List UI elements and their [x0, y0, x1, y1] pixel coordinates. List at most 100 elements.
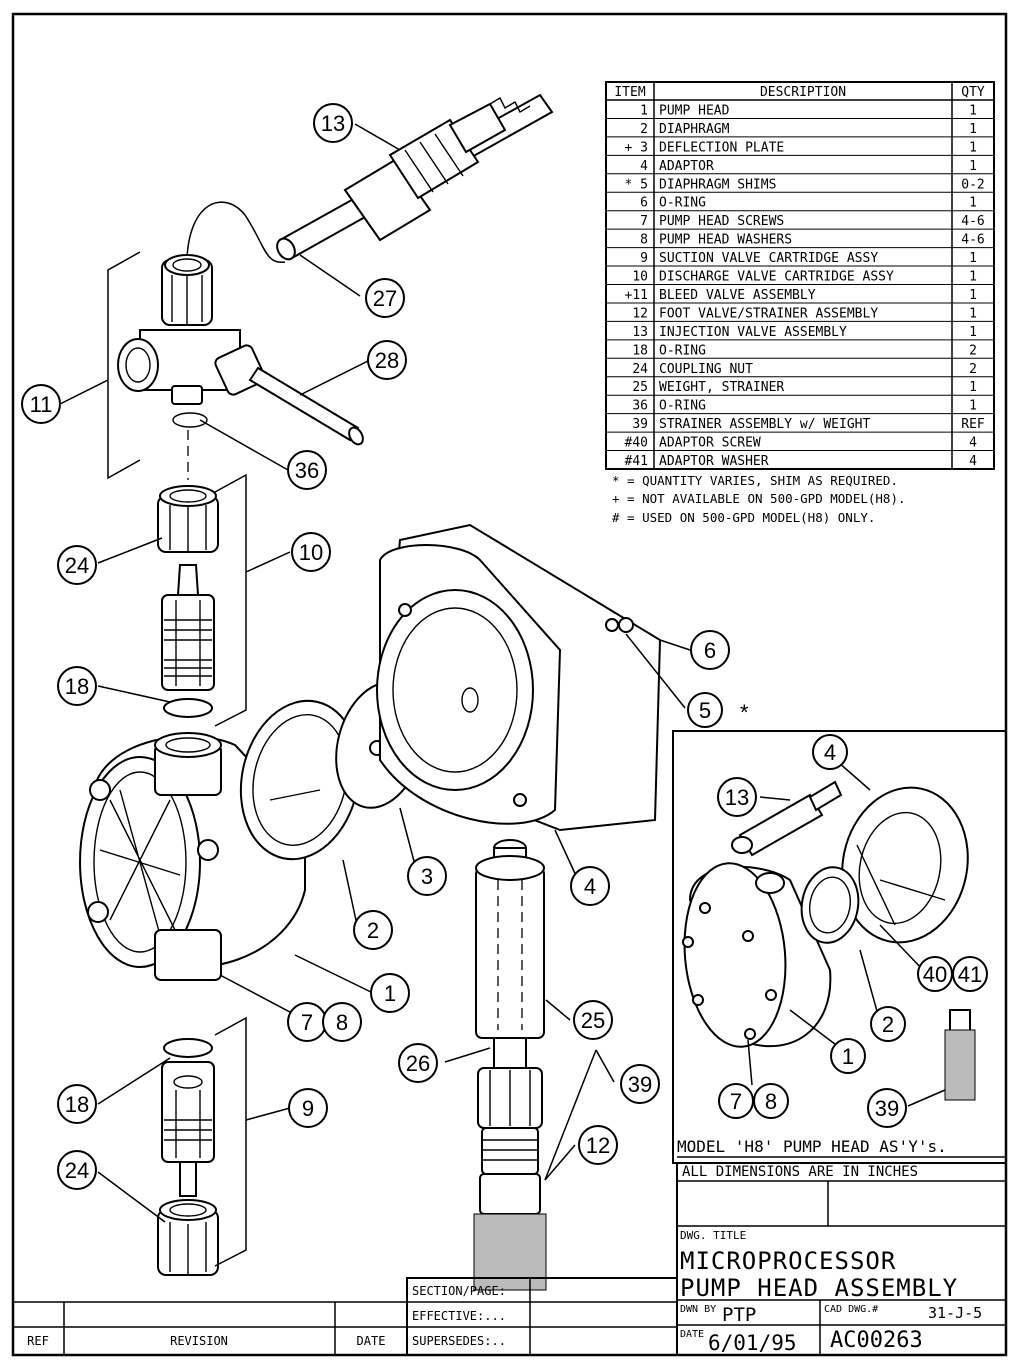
- callout-39: 39: [620, 1064, 660, 1104]
- svg-text:7: 7: [730, 1089, 742, 1114]
- foot-valve-strainer-assembly: [473, 839, 547, 1291]
- inset-callout-40: 40: [917, 956, 953, 992]
- svg-text:18: 18: [65, 674, 89, 699]
- callout-24a: 24: [57, 545, 97, 585]
- row-qty: 2: [969, 362, 977, 377]
- svg-text:41: 41: [958, 962, 982, 987]
- row-description: WEIGHT, STRAINER: [659, 380, 784, 395]
- row-item: 4: [640, 159, 648, 174]
- svg-text:2: 2: [882, 1012, 894, 1037]
- row-qty: 1: [969, 196, 977, 211]
- bleed-valve-assembly: [117, 254, 364, 446]
- row-qty: 1: [969, 270, 977, 285]
- table-header-item: ITEM: [614, 85, 645, 100]
- bracket-10: [214, 473, 247, 727]
- row-qty: 1: [969, 122, 977, 137]
- callout-24b: 24: [57, 1150, 97, 1190]
- callout-13: 13: [313, 103, 353, 143]
- row-item: 25: [632, 380, 648, 395]
- inset-caption: MODEL 'H8' PUMP HEAD AS'Y's.: [677, 1137, 947, 1156]
- row-qty: 1: [969, 140, 977, 155]
- dwn-by-label: DWN BY: [680, 1304, 716, 1315]
- row-qty: 1: [969, 103, 977, 118]
- callout-18b: 18: [57, 1084, 97, 1124]
- asterisk-mark: *: [740, 700, 749, 725]
- section-page-label: SECTION/PAGE:: [412, 1284, 506, 1298]
- callout-8: 8: [322, 1002, 362, 1042]
- row-qty: 1: [969, 159, 977, 174]
- bracket-9: [214, 1016, 247, 1267]
- row-item: #41: [625, 454, 648, 469]
- svg-text:11: 11: [30, 392, 53, 417]
- row-qty: 4-6: [961, 214, 984, 229]
- row-qty: 1: [969, 380, 977, 395]
- row-item: * 5: [625, 177, 648, 192]
- row-description: ADAPTOR SCREW: [659, 436, 761, 451]
- diaphragm: [239, 699, 361, 861]
- row-item: #40: [625, 436, 648, 451]
- row-qty: 4: [969, 454, 977, 469]
- callout-5: 5: [687, 692, 723, 728]
- leader-lines: [59, 123, 691, 1223]
- callout-4: 4: [570, 866, 610, 906]
- svg-text:5: 5: [699, 698, 711, 723]
- callout-28: 28: [367, 340, 407, 380]
- svg-text:7: 7: [301, 1010, 313, 1035]
- dwg-title-label: DWG. TITLE: [680, 1229, 746, 1242]
- row-qty: 2: [969, 343, 977, 358]
- row-item: 6: [640, 196, 648, 211]
- suction-valve-cartridge: [157, 1038, 219, 1276]
- row-qty: 1: [969, 251, 977, 266]
- row-description: INJECTION VALVE ASSEMBLY: [659, 325, 847, 340]
- svg-text:27: 27: [373, 286, 397, 311]
- callout-12: 12: [578, 1125, 618, 1165]
- row-item: 7: [640, 214, 648, 229]
- inset-callout-1: 1: [830, 1038, 866, 1074]
- note-quantity-varies: * = QUANTITY VARIES, SHIM AS REQUIRED.: [612, 473, 898, 488]
- inset-callout-7: 7: [718, 1083, 754, 1119]
- row-qty: 4: [969, 436, 977, 451]
- svg-text:8: 8: [765, 1089, 777, 1114]
- svg-text:18: 18: [65, 1092, 89, 1117]
- row-qty: 1: [969, 288, 977, 303]
- row-item: 12: [632, 306, 648, 321]
- svg-text:9: 9: [302, 1096, 314, 1121]
- callout-2: 2: [353, 910, 393, 950]
- cad-dwg-value: 31-J-5: [928, 1304, 982, 1322]
- date-col-label: DATE: [357, 1334, 386, 1348]
- title-line-2: PUMP HEAD ASSEMBLY: [680, 1274, 958, 1302]
- svg-text:24: 24: [65, 1158, 89, 1183]
- svg-text:12: 12: [586, 1133, 610, 1158]
- row-description: COUPLING NUT: [659, 362, 753, 377]
- dimensions-note: ALL DIMENSIONS ARE IN INCHES: [682, 1164, 918, 1180]
- inset-callout-8: 8: [753, 1083, 789, 1119]
- supersedes-label: SUPERSEDES:..: [412, 1334, 506, 1348]
- row-item: 1: [640, 103, 648, 118]
- row-qty: 1: [969, 399, 977, 414]
- svg-text:10: 10: [299, 540, 323, 565]
- bracket-11: [107, 251, 141, 480]
- row-item: 39: [632, 417, 648, 432]
- svg-text:1: 1: [384, 981, 396, 1006]
- row-qty: 4-6: [961, 233, 984, 248]
- callout-27: 27: [365, 278, 405, 318]
- row-item: 8: [640, 233, 648, 248]
- row-item: 9: [640, 251, 648, 266]
- row-item: +11: [625, 288, 648, 303]
- svg-text:2: 2: [367, 918, 379, 943]
- note-not-available: + = NOT AVAILABLE ON 500-GPD MODEL(H8).: [612, 491, 906, 506]
- row-description: DIAPHRAGM: [659, 122, 730, 137]
- callout-10: 10: [291, 532, 331, 572]
- date-label: DATE: [680, 1329, 704, 1340]
- row-description: BLEED VALVE ASSEMBLY: [659, 288, 816, 303]
